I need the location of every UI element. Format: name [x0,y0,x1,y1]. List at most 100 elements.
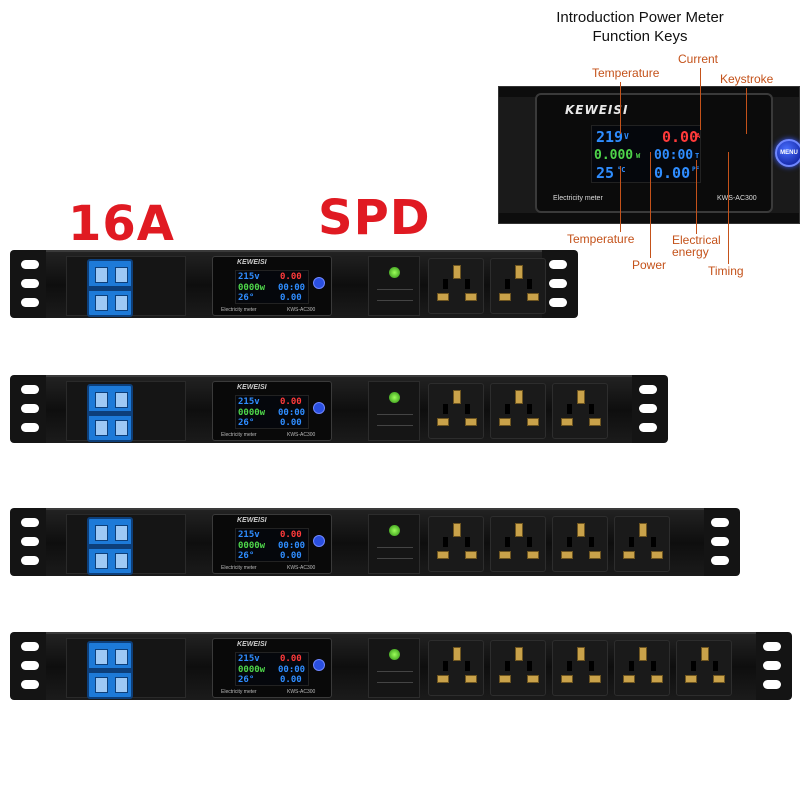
lcd-power: 0000w [238,283,266,293]
circuit-breaker[interactable] [87,259,133,317]
spd-module [368,256,420,316]
meter-brand: KEWEISI [237,259,267,266]
socket-live-pin [437,551,449,559]
intro-title: Introduction Power Meter Function Keys [530,8,750,46]
mounting-ear [10,250,50,318]
lcd-energy: 0.00 [280,675,302,685]
socket-hole [589,661,594,671]
universal-socket[interactable] [490,640,546,696]
spd-marking [377,547,413,559]
socket-neutral-pin [713,675,725,683]
socket-live-pin [561,675,573,683]
socket-live-pin [685,675,697,683]
socket-hole [465,404,470,414]
circuit-breaker[interactable] [87,384,133,442]
universal-socket[interactable] [552,640,608,696]
meter-brand: KEWEISI [565,103,629,117]
callout-temperature-top: Temperature [592,66,660,80]
circuit-breaker[interactable] [87,641,133,699]
breaker-toggle[interactable] [95,525,108,541]
socket-hole [505,279,510,289]
breaker-toggle[interactable] [115,267,128,283]
mounting-slot [763,680,781,689]
universal-socket[interactable] [552,516,608,572]
breaker-toggle[interactable] [95,295,108,311]
breaker-toggle[interactable] [115,295,128,311]
breaker-toggle[interactable] [95,420,108,436]
socket-earth-pin [577,390,585,404]
breaker-toggle[interactable] [95,649,108,665]
breaker-toggle[interactable] [115,553,128,569]
lcd-current: 0.00 [280,272,302,282]
leader-line [700,68,701,130]
meter-menu-button[interactable] [313,402,325,414]
meter-menu-button[interactable] [313,659,325,671]
intro-title-line-1: Introduction Power Meter [556,9,724,26]
meter-menu-button[interactable] [313,277,325,289]
breaker-toggle[interactable] [115,420,128,436]
mounting-slot [711,518,729,527]
callout-electrical-energy-line-2: energy [672,245,709,259]
lcd-current: 0.00 [280,654,302,664]
meter-face: KEWEISI 219 V 0.00 A 0.000 W 00:00 T 25 … [535,93,800,213]
universal-socket[interactable] [428,383,484,439]
mounting-slot [711,537,729,546]
callout-temperature-bottom: Temperature [567,232,635,246]
breaker-housing [66,381,186,442]
breaker-toggle[interactable] [95,267,108,283]
socket-hole [443,661,448,671]
lcd-energy: 0.00 [654,164,691,182]
universal-socket[interactable] [428,258,484,314]
socket-neutral-pin [589,551,601,559]
mounting-ear [10,632,50,700]
menu-button[interactable]: MENU [775,139,800,167]
socket-hole [713,661,718,671]
meter-model: KWS-AC300 [287,565,316,571]
universal-socket[interactable] [614,640,670,696]
universal-socket[interactable] [676,640,732,696]
lcd-voltage: 215v [238,397,260,407]
breaker-toggle[interactable] [115,649,128,665]
circuit-breaker[interactable] [87,517,133,575]
socket-earth-pin [515,265,523,279]
universal-socket[interactable] [614,516,670,572]
socket-hole [629,537,634,547]
panel-bottom-bar [499,213,799,223]
socket-hole [567,404,572,414]
meter-model: KWS-AC300 [717,195,757,202]
spd-module [368,638,420,698]
universal-socket[interactable] [428,516,484,572]
lcd-power: 0000w [238,665,266,675]
meter-lcd: 219 V 0.00 A 0.000 W 00:00 T 25 °C 0.00 … [591,125,701,183]
breaker-toggle[interactable] [95,392,108,408]
mounting-slot [21,279,39,288]
socket-neutral-pin [589,675,601,683]
universal-socket[interactable] [490,258,546,314]
universal-socket[interactable] [490,383,546,439]
socket-hole [527,404,532,414]
universal-socket[interactable] [428,640,484,696]
universal-socket[interactable] [552,383,608,439]
socket-hole [465,279,470,289]
lcd-energy-unit: PF [692,166,699,173]
universal-socket[interactable] [490,516,546,572]
breaker-toggle[interactable] [115,677,128,693]
breaker-toggle[interactable] [115,392,128,408]
breaker-toggle[interactable] [95,677,108,693]
socket-hole [527,661,532,671]
mounting-slot [21,537,39,546]
socket-live-pin [623,551,635,559]
leader-line [650,152,651,258]
socket-earth-pin [453,647,461,661]
meter-device-name: Electricity meter [221,689,257,695]
breaker-toggle[interactable] [95,553,108,569]
socket-hole [443,404,448,414]
socket-earth-pin [639,647,647,661]
meter-menu-button[interactable] [313,535,325,547]
breaker-toggle[interactable] [115,525,128,541]
